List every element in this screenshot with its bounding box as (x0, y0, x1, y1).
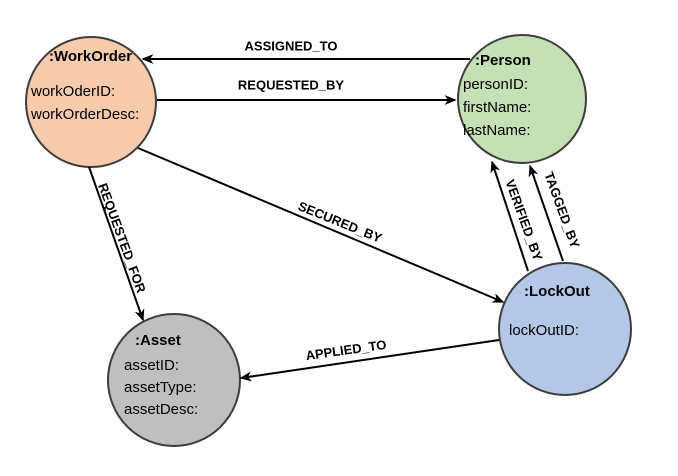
property-lockoutid: lockOutID: (509, 322, 580, 339)
edge-label-verified-by: VERIFIED_BY (502, 177, 546, 263)
node-lockout: :LockOut lockOutID: (498, 262, 632, 396)
node-asset-properties: assetID: assetType: assetDesc: (124, 355, 198, 421)
property-firstname: firstName: (463, 99, 532, 116)
node-person-label: :Person (475, 52, 531, 69)
node-lockout-properties: lockOutID: (509, 319, 579, 342)
property-workoderid: workOderID: (31, 83, 116, 100)
property-assettype: assetType: (124, 379, 197, 396)
property-lastname: lastName: (463, 122, 531, 139)
node-workorder: :WorkOrder workOderID: workOrderDesc: (25, 36, 157, 168)
edge-label-secured-by: SECURED_BY (295, 198, 385, 246)
node-person: :Person personID: firstName: lastName: (457, 34, 587, 164)
edge-label-requested-for: REQUESTED_FOR (95, 181, 149, 295)
node-workorder-properties: workOderID: workOrderDesc: (31, 80, 139, 126)
node-asset-label: :Asset (135, 332, 181, 349)
property-assetid: assetID: (124, 357, 180, 374)
property-workorderdesc: workOrderDesc: (31, 106, 140, 123)
edge-label-tagged-by: TAGGED_BY (541, 169, 583, 251)
edge-secured-by (137, 147, 505, 303)
node-lockout-label: :LockOut (524, 283, 590, 300)
node-person-properties: personID: firstName: lastName: (463, 73, 531, 142)
edge-label-applied-to: APPLIED_TO (304, 336, 388, 364)
node-asset: :Asset assetID: assetType: assetDesc: (107, 313, 241, 447)
property-personid: personID: (463, 76, 529, 93)
edge-label-assigned-to: ASSIGNED_TO (244, 38, 338, 54)
node-workorder-label: :WorkOrder (49, 48, 133, 65)
edge-label-requested-by: REQUESTED_BY (237, 77, 345, 93)
property-assetdesc: assetDesc: (124, 401, 199, 418)
